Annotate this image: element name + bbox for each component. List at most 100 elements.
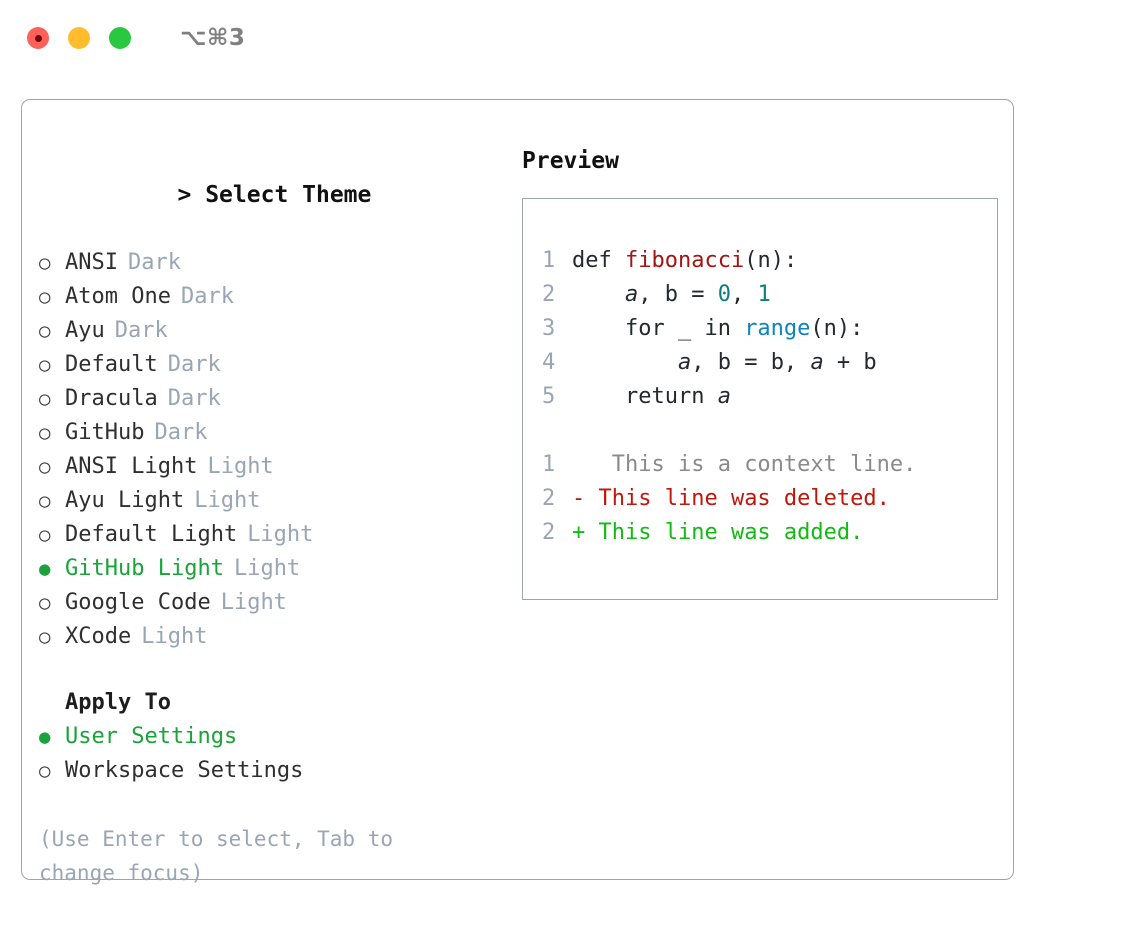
keyboard-hint-text: (Use Enter to select, Tab to change focu… (39, 827, 394, 885)
code-line: 4 a, b = b, a + b (542, 346, 997, 380)
radio-unselected-icon: ○ (39, 354, 51, 376)
code-token-plain (572, 350, 678, 375)
line-number: 2 (542, 486, 556, 511)
page-title: > Select Theme (39, 144, 504, 246)
close-button[interactable] (27, 27, 49, 49)
theme-category-tag: Light (194, 488, 261, 513)
radio-unselected-icon: ○ (39, 422, 51, 444)
line-number: 2 (542, 282, 556, 307)
code-token-plain: (n): (744, 248, 798, 273)
radio-selected-icon: ● (39, 726, 51, 748)
caret-indicator: > (177, 182, 192, 208)
theme-option-label: Default (65, 352, 158, 377)
window-controls (27, 27, 131, 49)
line-number: 2 (542, 520, 556, 545)
code-token-plain: , b = b, (691, 350, 811, 375)
radio-unselected-icon: ○ (39, 760, 51, 782)
code-line: 3 for _ in range(n): (542, 312, 997, 346)
code-line: 2 a, b = 0, 1 (542, 278, 997, 312)
theme-option-github[interactable]: ○ GitHub Dark (39, 416, 504, 450)
theme-option-label: GitHub Light (65, 556, 224, 581)
code-token-plain: , b = (638, 282, 718, 307)
apply-to-option-workspace-settings[interactable]: ○ Workspace Settings (39, 754, 504, 788)
radio-unselected-icon: ○ (39, 286, 51, 308)
theme-option-label: Ayu (65, 318, 105, 343)
apply-to-heading-text: Apply To (65, 690, 171, 715)
code-token-plain: (n): (810, 316, 864, 341)
code-token-plain (572, 282, 625, 307)
diff-marker (572, 448, 585, 482)
diff-marker: - (572, 486, 586, 511)
theme-category-tag: Light (220, 590, 287, 615)
apply-to-option-user-settings[interactable]: ● User Settings (39, 720, 504, 754)
code-token-var: a (677, 350, 692, 375)
diff-line-added: 2 + This line was added. (542, 516, 997, 550)
code-token-plain: , (730, 282, 758, 307)
theme-option-label: Google Code (65, 590, 211, 615)
page-title-text: Select Theme (205, 182, 372, 208)
radio-unselected-icon: ○ (39, 456, 51, 478)
diff-sample: 1 This is a context line.2- This line wa… (542, 448, 997, 550)
theme-category-tag: Dark (114, 318, 168, 343)
code-token-var: a (717, 384, 731, 409)
line-number: 3 (542, 316, 556, 341)
title-bar: ⌥⌘3 (0, 0, 1140, 76)
theme-category-tag: Dark (167, 386, 221, 411)
diff-line-text: This line was added. (585, 520, 864, 545)
diff-line-deleted: 2- This line was deleted. (542, 482, 997, 516)
theme-option-label: GitHub (65, 420, 145, 445)
code-line: 5 return a (542, 380, 997, 414)
theme-category-tag: Dark (127, 250, 181, 275)
code-line-content: a, b = 0, 1 (572, 278, 771, 312)
radio-unselected-icon: ○ (39, 626, 51, 648)
radio-unselected-icon: ○ (39, 320, 51, 342)
theme-option-label: Ayu Light (65, 488, 185, 513)
code-token-var: a (624, 282, 639, 307)
apply-to-heading: Apply To (39, 686, 504, 720)
code-line-content: a, b = b, a + b (572, 346, 877, 380)
line-number: 4 (542, 350, 556, 375)
theme-option-label: Dracula (65, 386, 158, 411)
radio-selected-icon: ● (39, 558, 51, 580)
code-line-content: for _ in range(n): (572, 312, 863, 346)
code-token-plain: return (572, 384, 718, 409)
theme-category-tag: Light (207, 454, 274, 479)
theme-category-tag: Light (247, 522, 314, 547)
theme-option-ayu[interactable]: ○ Ayu Dark (39, 314, 504, 348)
code-token-fn: fibonacci (624, 248, 745, 273)
radio-unselected-icon: ○ (39, 524, 51, 546)
code-token-num: 0 (717, 282, 731, 307)
theme-option-label: ANSI (65, 250, 118, 275)
code-token-num: 1 (757, 282, 771, 307)
apply-to-option-label: User Settings (65, 724, 238, 749)
apply-to-option-label: Workspace Settings (65, 758, 304, 783)
diff-line-context: 1 This is a context line. (542, 448, 997, 482)
code-token-plain: + b (823, 350, 877, 375)
code-token-plain: for _ in (572, 316, 745, 341)
minimize-button[interactable] (68, 27, 90, 49)
theme-category-tag: Dark (154, 420, 208, 445)
apply-to-option-list[interactable]: ● User Settings ○ Workspace Settings (39, 720, 504, 788)
code-token-call: range (744, 316, 811, 341)
diff-marker: + (572, 520, 586, 545)
theme-category-tag: Light (141, 624, 208, 649)
code-diff-separator (542, 414, 997, 448)
maximize-button[interactable] (109, 27, 131, 49)
